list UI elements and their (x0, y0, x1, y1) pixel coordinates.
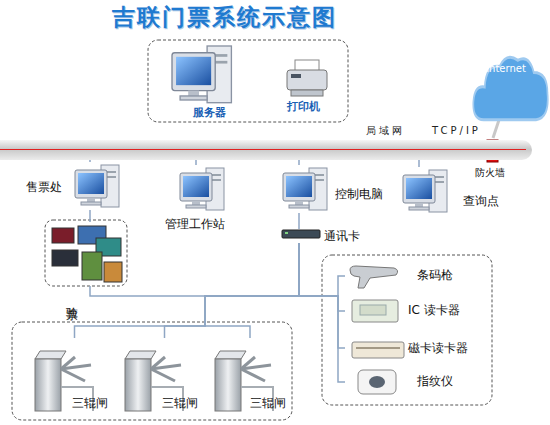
server-node: 服务器 (165, 44, 247, 122)
lan-band: 局域网TCP/IP (0, 140, 532, 160)
group-frame (12, 322, 292, 420)
turnstile-node: 三辊闸 (122, 338, 207, 414)
network-wire (299, 243, 345, 382)
node-label: 控制电脑 (335, 187, 383, 201)
computer-node: 控制电脑 (280, 165, 388, 213)
node-label: 服务器 (193, 106, 226, 120)
firewall-node: 防火墙 (478, 138, 508, 180)
wire (90, 286, 299, 296)
network-wire (298, 213, 300, 229)
ticket-cards (52, 226, 122, 282)
node-label: 三辊闸 (162, 396, 198, 410)
fingerprint-icon (358, 370, 396, 394)
computer-node: 管理工作站 (165, 165, 240, 233)
computer-icon (180, 168, 224, 210)
network-wire (205, 243, 299, 338)
computer-icon (403, 170, 447, 212)
turnstile-node: 三辊闸 (32, 338, 117, 414)
network-wire (299, 243, 345, 311)
printer-icon (287, 60, 327, 96)
network-wire (75, 243, 300, 338)
network-wire (299, 243, 345, 296)
node-label: IC 读卡器 (408, 303, 460, 317)
reader-node: 指纹仪 (345, 368, 460, 396)
group-frame (322, 255, 492, 405)
node-label: Internet (470, 62, 542, 76)
group-frame (148, 40, 348, 122)
node-label: TCP/IP (432, 124, 481, 138)
group-frame (45, 220, 127, 286)
node-label: 条码枪 (417, 268, 453, 282)
computer-icon (283, 168, 327, 210)
barcode-gun-icon (350, 266, 398, 288)
computer-icon (75, 165, 119, 207)
reader-node: IC 读卡器 (345, 298, 470, 324)
printer-node: 打印机 (280, 56, 338, 118)
wire (89, 210, 91, 222)
diagram-title: 吉联门票系统示意图 (112, 2, 337, 33)
node-label: 指纹仪 (417, 374, 453, 388)
cloud-shape (470, 50, 550, 128)
network-wire (195, 160, 197, 165)
node-label: 局域网 (366, 124, 405, 138)
reader-node: 磁卡读卡器 (345, 335, 485, 361)
computer-node: 售票处 (22, 162, 122, 210)
node-label: 防火墙 (475, 166, 505, 180)
group-label: 验票 (63, 298, 80, 302)
internet-cloud: Internet (470, 50, 542, 88)
server-icon (172, 46, 231, 103)
magcard-reader-icon (352, 342, 404, 358)
reader-node: 条码枪 (345, 263, 457, 289)
node-label: 三辊闸 (250, 396, 286, 410)
node-label: 售票处 (26, 180, 62, 194)
comm-card-icon (282, 230, 320, 238)
node-label: 管理工作站 (165, 217, 225, 231)
network-wire (89, 160, 91, 162)
network-wire (165, 243, 300, 338)
computer-node: 查询点 (400, 167, 510, 215)
network-wire (298, 160, 300, 165)
ic-reader-icon (352, 300, 398, 322)
turnstile-node: 三辊闸 (212, 338, 288, 414)
node-label: 通讯卡 (324, 229, 360, 243)
network-wire (418, 160, 420, 167)
node-label: 打印机 (287, 100, 320, 114)
node-label: 三辊闸 (72, 396, 108, 410)
comm-card-node: 通讯卡 (282, 229, 372, 243)
node-label: 查询点 (463, 194, 499, 208)
network-wire (299, 243, 345, 348)
node-label: 磁卡读卡器 (408, 341, 468, 355)
